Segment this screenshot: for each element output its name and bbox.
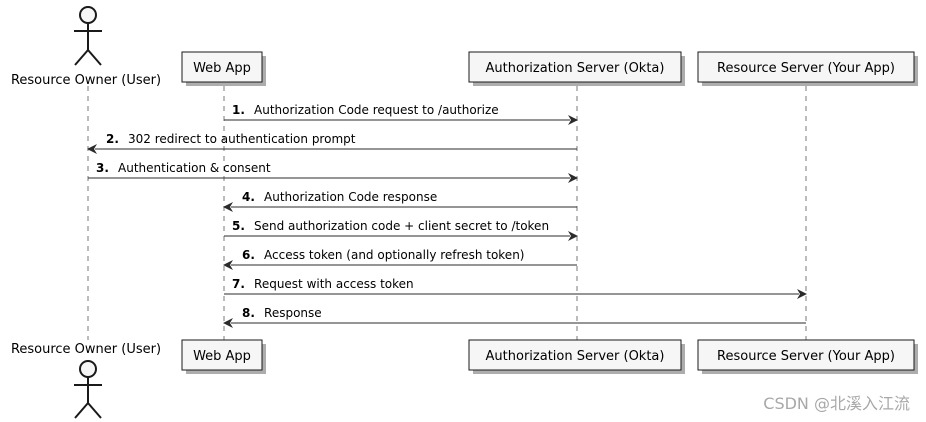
svg-text:5. Send authorization co: 5. Send authorization code + client secr… [232, 215, 549, 234]
message-text: Authorization Code request to /authorize [254, 103, 499, 117]
actor-label: Resource Owner (User) [11, 342, 161, 357]
message-number: 5. [232, 219, 245, 233]
watermark: CSDN @北溪入江流 [763, 394, 910, 413]
message-2: 2. 302 redirect to authentication prompt [87, 128, 577, 154]
message-5: 5. Send authorization code + client secr… [224, 215, 578, 241]
message-number: 6. [242, 248, 255, 262]
svg-text:4. Authorization Code re: 4. Authorization Code response [242, 186, 437, 205]
participant-label: Authorization Server (Okta) [486, 61, 665, 76]
message-number: 3. [96, 161, 109, 175]
message-text: Send authorization code + client secret … [254, 219, 549, 233]
svg-text:2. 302 redirect to authe: 2. 302 redirect to authentication prompt [106, 128, 356, 147]
message-3: 3. Authentication & consent [88, 157, 578, 183]
message-number: 2. [106, 132, 119, 146]
participant-web-app-bottom: Web App [181, 339, 266, 374]
svg-text:1. Authorization Code re: 1. Authorization Code request to /author… [232, 99, 499, 118]
person-stick-figure-icon [74, 6, 102, 66]
participant-label: Resource Server (Your App) [717, 61, 895, 76]
message-4: 4. Authorization Code response [223, 186, 577, 212]
message-number: 7. [232, 277, 245, 291]
message-number: 4. [242, 190, 255, 204]
actor-label: Resource Owner (User) [11, 73, 161, 88]
resource-owner-actor-bottom: Resource Owner (User) [11, 342, 161, 419]
message-number: 1. [232, 103, 245, 117]
arrow-left-icon [223, 260, 233, 270]
participant-resource-server-bottom: Resource Server (Your App) [697, 339, 918, 374]
message-7: 7. Request with access token [224, 273, 807, 299]
participant-authorization-server-bottom: Authorization Server (Okta) [468, 339, 685, 374]
person-stick-figure-icon [74, 360, 102, 419]
message-8: 8. Response [223, 302, 806, 328]
message-number: 8. [242, 306, 255, 320]
participant-label: Authorization Server (Okta) [486, 349, 665, 364]
message-text: Response [264, 306, 322, 320]
participant-authorization-server-top: Authorization Server (Okta) [468, 51, 685, 86]
svg-text:3. Authentication & cons: 3. Authentication & consent [96, 157, 271, 176]
arrow-left-icon [223, 202, 233, 212]
message-1: 1. Authorization Code request to /author… [224, 99, 578, 125]
participant-label: Web App [193, 61, 251, 76]
message-text: Authorization Code response [264, 190, 437, 204]
message-text: Authentication & consent [118, 161, 271, 175]
arrow-right-icon [568, 115, 578, 125]
resource-owner-actor-top: Resource Owner (User) [11, 6, 161, 88]
participant-web-app-top: Web App [181, 51, 266, 86]
svg-text:8. Response: 8. Response [242, 302, 322, 321]
message-text: Request with access token [254, 277, 414, 291]
arrow-right-icon [797, 289, 807, 299]
message-text: Access token (and optionally refresh tok… [264, 248, 524, 262]
arrow-right-icon [568, 173, 578, 183]
message-text: 302 redirect to authentication prompt [128, 132, 356, 146]
arrow-left-icon [87, 144, 97, 154]
participant-resource-server-top: Resource Server (Your App) [697, 51, 918, 86]
participant-label: Resource Server (Your App) [717, 349, 895, 364]
svg-text:7. Request with access t: 7. Request with access token [232, 273, 414, 292]
arrow-left-icon [223, 318, 233, 328]
svg-text:6. Access token (and opt: 6. Access token (and optionally refresh … [242, 244, 524, 263]
participant-label: Web App [193, 349, 251, 364]
message-6: 6. Access token (and optionally refresh … [223, 244, 577, 270]
arrow-right-icon [568, 231, 578, 241]
